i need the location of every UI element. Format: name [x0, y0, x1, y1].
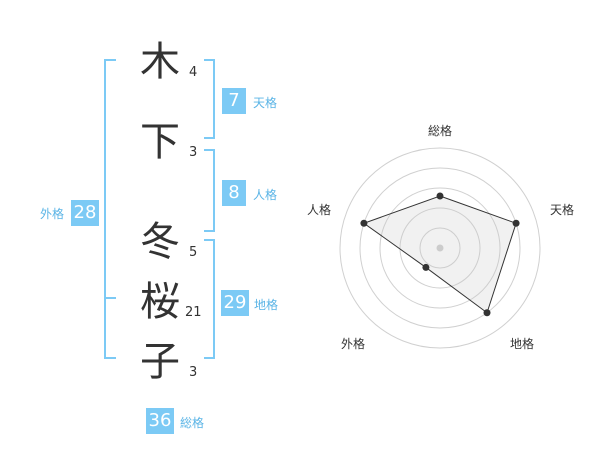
- stroke-count-5: 3: [189, 365, 198, 380]
- soukaku-label: 総格: [180, 416, 205, 430]
- jinkaku-value: 8: [222, 180, 246, 206]
- tenkaku-label: 天格: [253, 96, 278, 110]
- stroke-count-2: 3: [189, 145, 198, 160]
- chikaku-label: 地格: [254, 298, 279, 312]
- radar-grid-ring: [339, 147, 541, 349]
- radar-point-4: [422, 263, 430, 271]
- radar-axis-label-5: 人格: [307, 203, 332, 217]
- chikaku-value: 29: [221, 290, 249, 316]
- radar-axis-label-1: 総格: [428, 124, 453, 138]
- stroke-count-3: 5: [189, 245, 198, 260]
- radar-axis-label-2: 天格: [550, 203, 575, 217]
- jinkaku-label: 人格: [253, 188, 278, 202]
- name-char-1: 木: [140, 39, 180, 85]
- radar-grid-ring: [399, 207, 481, 289]
- radar-series-polygon: [362, 195, 517, 314]
- stroke-count-4: 21: [185, 305, 202, 320]
- soukaku-value: 36: [146, 408, 174, 434]
- radar-grid-ring: [419, 227, 461, 269]
- chikaku-bracket: [204, 239, 215, 359]
- name-char-5: 子: [140, 339, 180, 385]
- name-char-3: 冬: [140, 219, 180, 265]
- gaikaku-value: 28: [71, 200, 99, 226]
- name-char-4: 桜: [140, 279, 180, 325]
- radar-grid-ring: [379, 187, 501, 309]
- radar-point-2: [512, 219, 520, 227]
- radar-grid-ring: [359, 167, 521, 329]
- gaikaku-label: 外格: [40, 207, 65, 221]
- gaikaku-bracket: [104, 59, 116, 359]
- stroke-count-1: 4: [189, 65, 198, 80]
- radar-point-1: [436, 192, 444, 200]
- tenkaku-bracket: [204, 59, 215, 139]
- radar-point-5: [360, 219, 368, 227]
- radar-center-dot: [436, 244, 444, 252]
- radar-point-3: [483, 309, 491, 317]
- jinkaku-bracket: [204, 149, 215, 232]
- tenkaku-value: 7: [222, 88, 246, 114]
- radar-axis-label-3: 地格: [510, 337, 535, 351]
- radar-axis-label-4: 外格: [341, 337, 366, 351]
- name-char-2: 下: [140, 119, 180, 165]
